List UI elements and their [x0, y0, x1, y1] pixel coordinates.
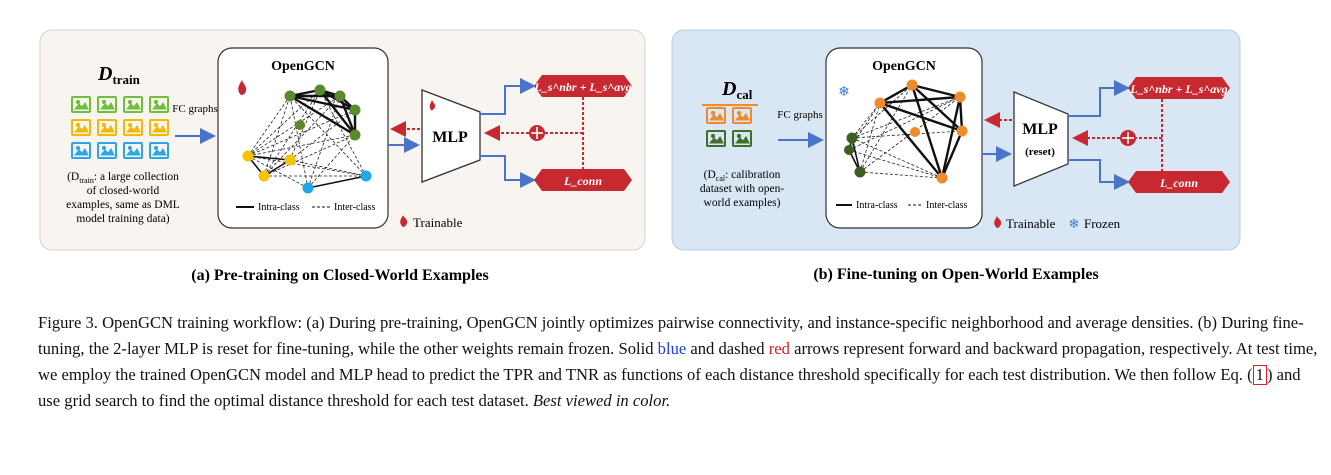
caption-part-2: and dashed	[686, 339, 769, 358]
panel-a-gcn-box	[217, 47, 389, 229]
panel-a-plus-icon	[529, 125, 545, 141]
caption-blue-word: blue	[657, 339, 687, 358]
caption-part-3: arrows represent forward and backward pr…	[38, 339, 1318, 384]
panel-b-arrow-to-bottom-loss	[1068, 159, 1130, 190]
figure-diagram: Dtrain (Dtrain: a large collection of cl…	[39, 29, 1241, 284]
panel-b-trainable-label: Trainable	[1006, 216, 1056, 231]
svg-text:(Dtrain: a large collection: (Dtrain: a large collection	[67, 171, 179, 185]
panel-a-mlp-label: MLP	[432, 129, 468, 146]
panel-a-loss-bottom: L_conn	[534, 169, 632, 191]
snowflake-icon: ❄	[838, 84, 850, 100]
svg-text:Intra-class: Intra-class	[856, 200, 898, 211]
flame-icon	[994, 216, 1002, 228]
panel-a-description: (Dtrain: a large collection of closed-wo…	[66, 171, 180, 225]
panel-a-gcn-title: OpenGCN	[271, 59, 335, 74]
svg-text:examples, same as DML: examples, same as DML	[66, 199, 180, 211]
panel-a-caption: (a) Pre-training on Closed-World Example…	[191, 267, 488, 284]
panel-b-mlp-block	[1013, 91, 1069, 187]
svg-text:Intra-class: Intra-class	[258, 202, 300, 213]
caption-part-1: Figure 3. OpenGCN training workflow: (a)…	[38, 313, 1304, 358]
panel-b: Dcal (Dcal: calibration dataset with ope…	[671, 29, 1241, 283]
svg-text:Inter-class: Inter-class	[334, 202, 376, 213]
svg-text:L_s^nbr + L_s^avg: L_s^nbr + L_s^avg	[1129, 82, 1227, 96]
flame-icon	[238, 80, 247, 95]
panel-b-description: (Dcal: calibration dataset with open- wo…	[700, 169, 784, 209]
panel-b-plus-icon	[1120, 130, 1136, 146]
caption-red-word: red	[768, 339, 790, 358]
panel-b-graph-nodes	[844, 79, 968, 184]
panel-b-arrow-to-top-loss	[1068, 80, 1130, 117]
panel-b-caption: (b) Fine-tuning on Open-World Examples	[813, 266, 1098, 283]
panel-a-loss-top: L_s^nbr + L_s^avg	[533, 75, 632, 97]
svg-text:model training data): model training data)	[76, 213, 169, 225]
panel-b-loss-top: L_s^nbr + L_s^avg	[1128, 77, 1230, 99]
equation-reference-link[interactable]: 1	[1252, 365, 1267, 385]
panel-b-frozen-label: Frozen	[1084, 216, 1121, 231]
caption-italic-tail: Best viewed in color.	[532, 391, 671, 410]
flame-icon	[429, 100, 436, 111]
svg-text:dataset with open-: dataset with open-	[700, 183, 784, 195]
panel-a-arrow-to-bottom-loss	[480, 155, 536, 188]
panel-a-graph-nodes	[242, 84, 372, 194]
flame-icon	[400, 215, 408, 227]
svg-text:L_conn: L_conn	[563, 174, 602, 188]
panel-a-fc-label: FC graphs	[172, 103, 218, 115]
panel-b-loss-bottom: L_conn	[1128, 171, 1230, 193]
panel-b-dataset-label: Dcal	[721, 78, 753, 102]
panel-b-graph-edges	[848, 83, 964, 179]
panel-b-mlp-sub: (reset)	[1025, 146, 1055, 158]
svg-text:world examples): world examples)	[704, 197, 781, 209]
panel-b-fc-label: FC graphs	[777, 109, 823, 121]
panel-b-mlp-label: MLP	[1022, 121, 1058, 138]
svg-text:Inter-class: Inter-class	[926, 200, 968, 211]
panel-a-dataset-label: Dtrain	[97, 63, 141, 87]
panel-b-legend: Intra-class Inter-class	[836, 200, 968, 211]
panel-a-arrow-to-top-loss	[480, 78, 536, 115]
svg-text:L_conn: L_conn	[1159, 176, 1198, 190]
svg-text:of closed-world: of closed-world	[87, 185, 160, 197]
svg-text:(Dcal: calibration: (Dcal: calibration	[704, 169, 781, 183]
panel-a-trainable-label: Trainable	[413, 215, 463, 230]
panel-a-mlp-block	[421, 89, 481, 183]
panel-b-image-grid	[702, 104, 758, 147]
svg-text:L_s^nbr + L_s^avg: L_s^nbr + L_s^avg	[533, 80, 631, 94]
panel-b-gcn-title: OpenGCN	[872, 59, 936, 74]
panel-a-legend: Intra-class Inter-class	[236, 202, 376, 213]
caption-part-4: ) and use grid search to find the optima…	[38, 365, 1301, 410]
snowflake-icon: ❄	[1069, 217, 1080, 232]
panel-a: Dtrain (Dtrain: a large collection of cl…	[39, 29, 646, 284]
figure-caption: Figure 3. OpenGCN training workflow: (a)…	[38, 310, 1318, 414]
